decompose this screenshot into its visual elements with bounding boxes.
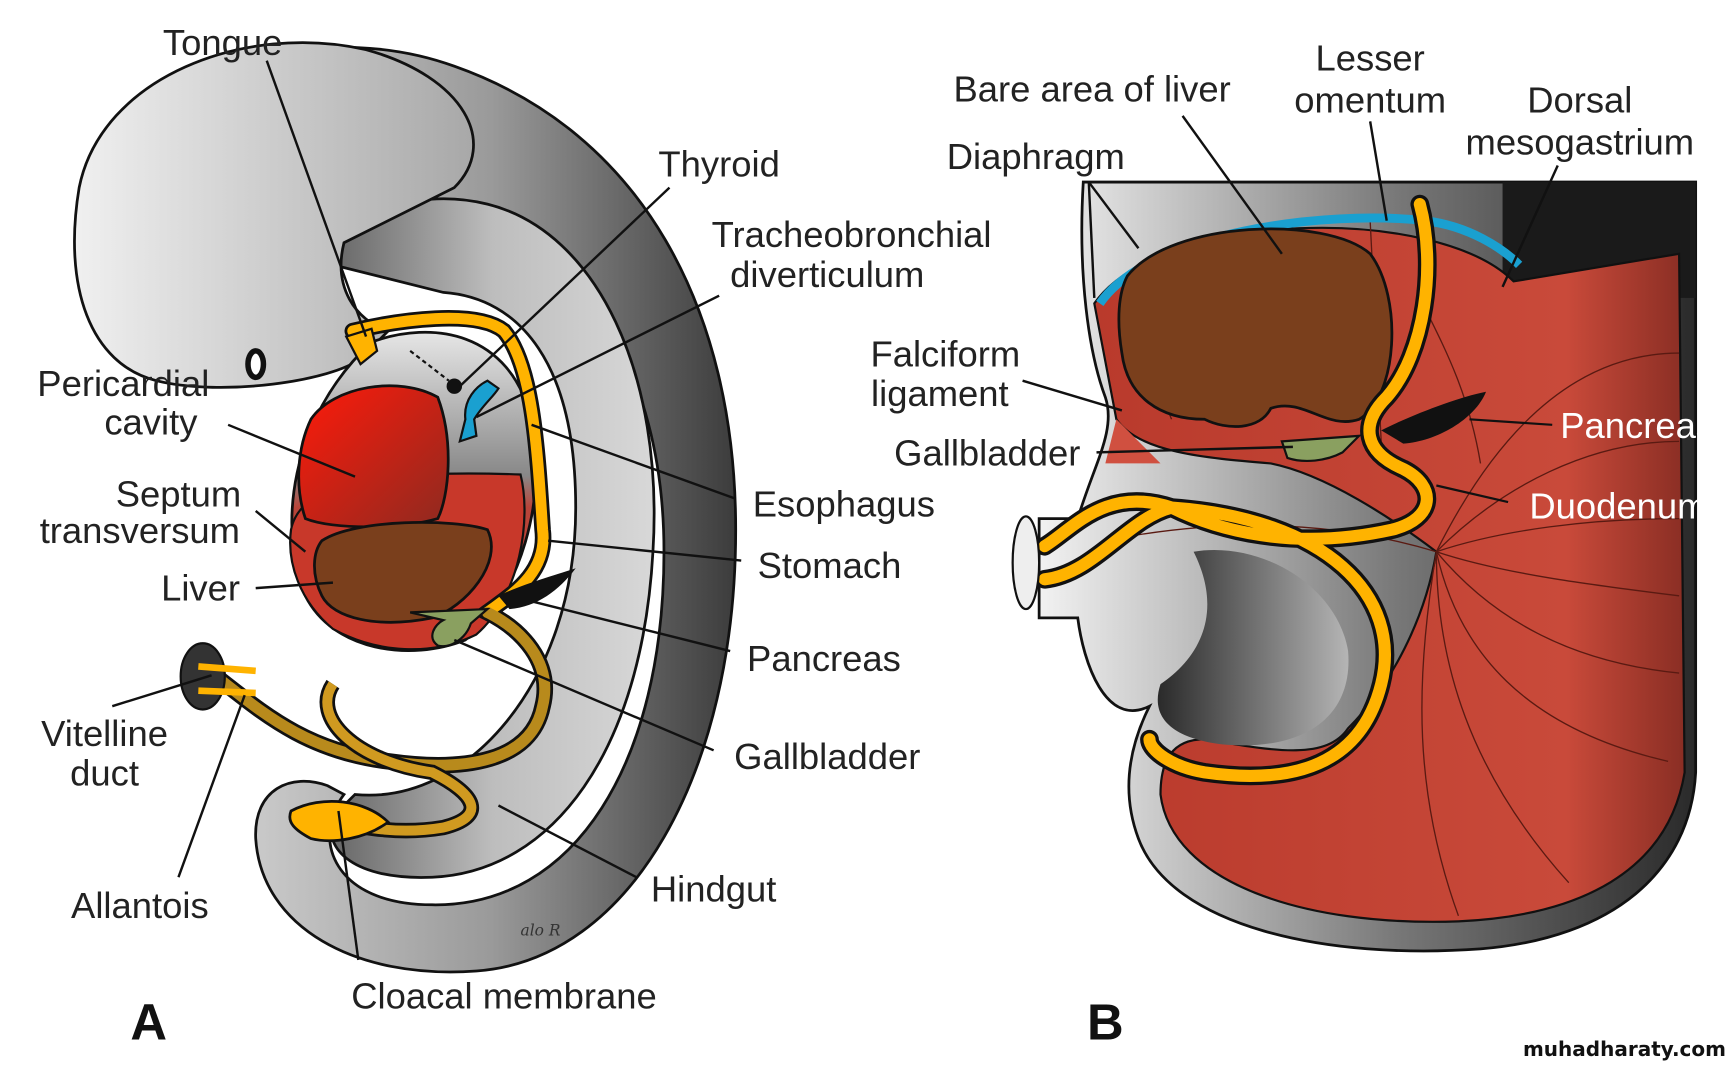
gallbladder-a [409, 607, 491, 648]
head [73, 41, 475, 389]
midgut-hindgut [206, 606, 551, 771]
watermark: muhadharaty.com [1522, 1037, 1726, 1061]
label-falciform: Falciform [870, 333, 1020, 374]
label-pancreas-b: Pancreas [1560, 405, 1714, 446]
panel-letter-a: A [130, 993, 167, 1050]
label-pericardial: Pericardial [37, 363, 209, 404]
label-bare-area-of-liver: Bare area of liver [953, 69, 1230, 110]
gallbladder-b [1280, 434, 1362, 463]
label-diaphragm: Diaphragm [947, 136, 1125, 177]
eye [245, 348, 267, 381]
label-esophagus: Esophagus [753, 483, 935, 524]
label-mesogastrium: mesogastrium [1465, 121, 1694, 162]
label-allantois: Allantois [71, 885, 209, 926]
label-stomach: Stomach [758, 545, 902, 586]
label-gallbladder-b: Gallbladder [894, 433, 1080, 474]
signature: alo R [521, 922, 561, 940]
foregut-fill [347, 312, 549, 618]
embryo-a: alo R Tongue Thyroid Tracheobronchial di… [37, 22, 991, 1050]
panel-letter-b: B [1087, 993, 1124, 1050]
label-omentum: omentum [1294, 80, 1446, 121]
label-lesser: Lesser [1316, 38, 1425, 79]
label-tracheobronchial: Tracheobronchial [712, 214, 992, 255]
tracheobronchial-diverticulum [458, 379, 500, 444]
thyroid-bud [446, 378, 463, 394]
midgut-loop-interior [1157, 550, 1349, 746]
label-diverticulum: diverticulum [730, 254, 924, 295]
label-thyroid: Thyroid [658, 144, 779, 185]
label-liver: Liver [161, 567, 240, 608]
label-septum: Septum [116, 473, 241, 514]
pancreas-b [1381, 391, 1487, 444]
label-duct: duct [70, 753, 139, 794]
leader-lines-a [111, 60, 742, 961]
label-tongue: Tongue [163, 22, 282, 63]
embryo-b: Bare area of liver Lesser omentum Dorsal… [870, 38, 1714, 1051]
label-cavity: cavity [104, 402, 198, 443]
thyroid-duct [409, 350, 450, 382]
label-hindgut: Hindgut [651, 868, 776, 909]
leader-lines-b [1022, 115, 1559, 504]
liver-b [1117, 227, 1394, 428]
vitelline-tube [198, 663, 256, 697]
label-vitelline: Vitelline [41, 713, 168, 754]
label-transversum: transversum [40, 510, 240, 551]
label-gallbladder: Gallbladder [734, 736, 920, 777]
label-cloacal-membrane: Cloacal membrane [351, 976, 657, 1017]
pancreas-a [498, 568, 576, 610]
label-duodenum: Duodenum [1529, 486, 1707, 527]
heart [297, 384, 450, 529]
label-ligament: ligament [871, 373, 1009, 414]
vitelline-duct-stalk [179, 642, 226, 711]
gut-loop-b [1038, 198, 1434, 782]
label-pancreas: Pancreas [747, 638, 901, 679]
vitelline-tube-b [1011, 515, 1041, 611]
label-dorsal: Dorsal [1527, 80, 1632, 121]
